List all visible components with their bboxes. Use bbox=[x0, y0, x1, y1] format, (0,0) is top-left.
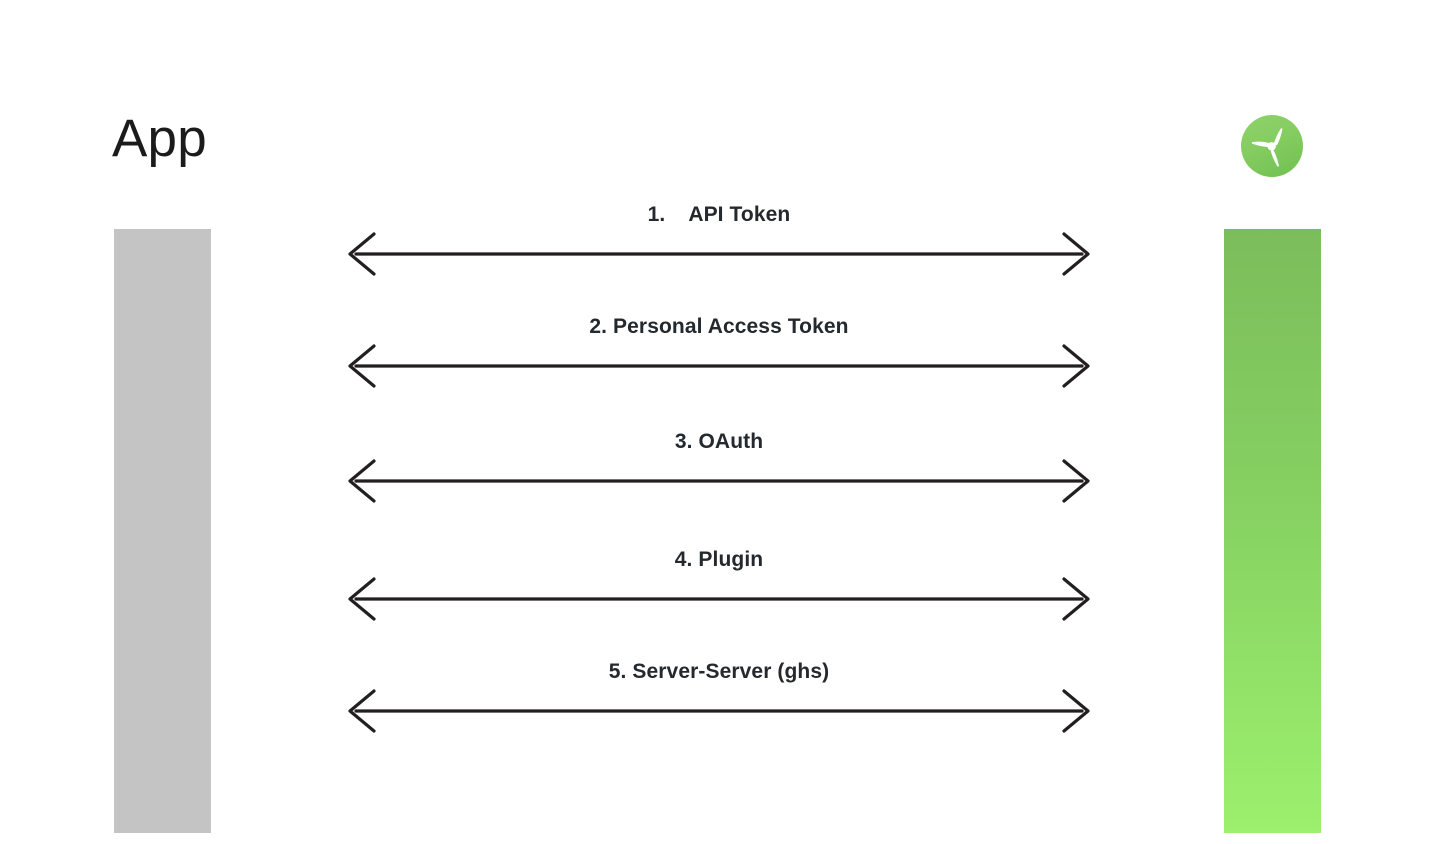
message-row-3: 3. OAuth bbox=[340, 430, 1098, 504]
message-label-5: 5. Server-Server (ghs) bbox=[608, 660, 830, 683]
message-label-3: 3. OAuth bbox=[674, 430, 764, 453]
message-label-1: 1. API Token bbox=[647, 203, 791, 226]
message-row-2: 2. Personal Access Token bbox=[340, 315, 1098, 389]
message-label-4: 4. Plugin bbox=[674, 548, 764, 571]
message-arrow-4 bbox=[340, 576, 1098, 622]
message-arrow-1 bbox=[340, 231, 1098, 277]
lifeline-service bbox=[1224, 229, 1321, 833]
propeller-logo-icon bbox=[1240, 114, 1304, 178]
message-label-2: 2. Personal Access Token bbox=[589, 315, 849, 338]
message-arrow-3 bbox=[340, 458, 1098, 504]
lifeline-app bbox=[114, 229, 211, 833]
message-row-4: 4. Plugin bbox=[340, 548, 1098, 622]
message-row-5: 5. Server-Server (ghs) bbox=[340, 660, 1098, 734]
page-title: App bbox=[112, 109, 207, 168]
message-arrow-2 bbox=[340, 343, 1098, 389]
message-row-1: 1. API Token bbox=[340, 203, 1098, 277]
message-arrow-5 bbox=[340, 688, 1098, 734]
